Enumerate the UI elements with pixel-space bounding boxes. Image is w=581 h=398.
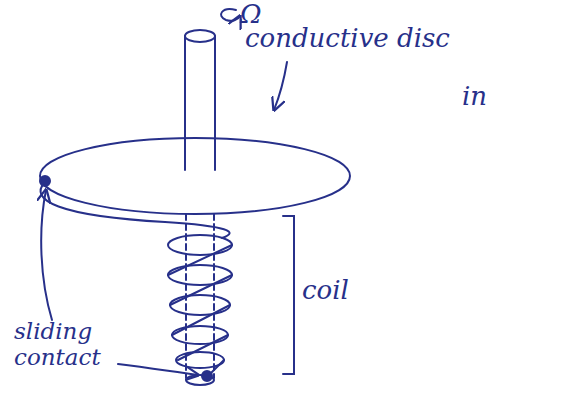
note-fragment: in [462, 82, 562, 112]
conductive-disc [40, 138, 350, 214]
part-label: sliding contact [14, 318, 139, 371]
wire [41, 182, 230, 238]
leader-arrow [118, 364, 198, 375]
bracket [283, 216, 294, 374]
leader-arrow [41, 190, 52, 320]
part-label: conductive disc [245, 24, 545, 54]
shaft [185, 36, 215, 170]
sliding-contact-disc [40, 176, 50, 186]
part-label: coil [302, 276, 422, 306]
shaft-top [185, 30, 215, 42]
leader-arrow [274, 62, 287, 110]
rotation-arrow [221, 9, 240, 21]
sliding-contact-shaft [202, 371, 212, 381]
coil-turns [168, 235, 232, 376]
